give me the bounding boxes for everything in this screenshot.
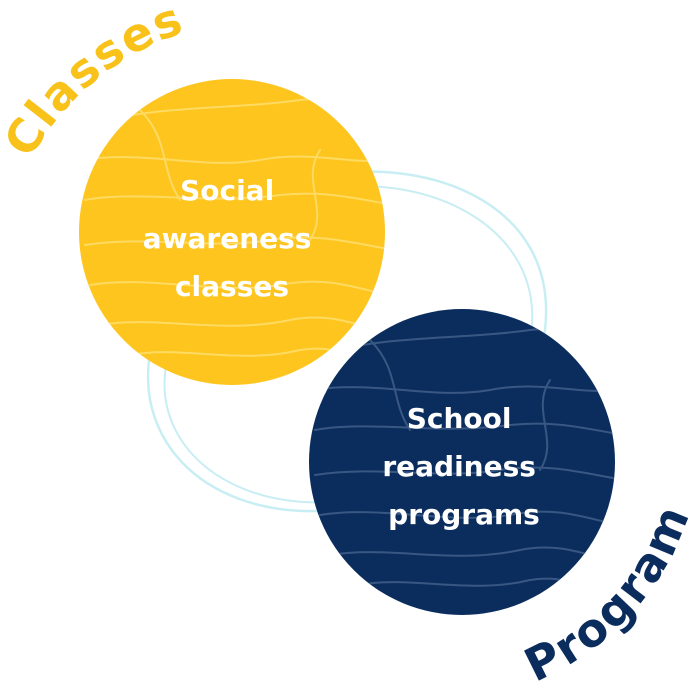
yellow-circle-shape	[79, 79, 385, 385]
school-readiness-circle: School readiness programs	[309, 309, 615, 615]
social-awareness-circle: Social awareness classes	[79, 79, 385, 385]
yellow-circle-text: Social awareness classes	[143, 174, 321, 303]
navy-circle-line-1: School	[407, 402, 512, 435]
navy-circle-shape	[309, 309, 615, 615]
yellow-circle-line-3: classes	[175, 270, 289, 303]
navy-circle-line-2: readiness	[382, 450, 536, 483]
navy-circle-text: School readiness programs	[382, 402, 545, 531]
navy-circle-line-3: programs	[388, 498, 540, 531]
yellow-circle-line-1: Social	[180, 174, 274, 207]
yellow-circle-line-2: awareness	[143, 222, 312, 255]
